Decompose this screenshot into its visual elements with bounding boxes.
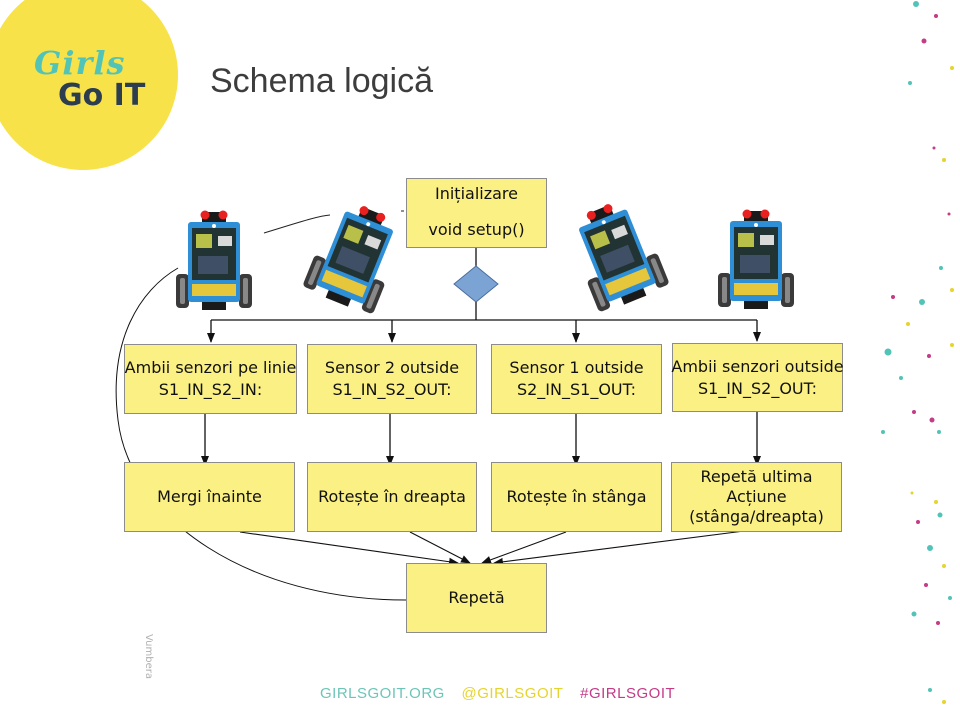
condition-code: S1_IN_S2_OUT: [697, 378, 818, 398]
robot-car-icon [562, 193, 671, 315]
setup-label: void setup() [428, 220, 525, 240]
condition-label: Ambii senzori pe linie [124, 358, 297, 378]
footer: GIRLSGOIT.ORG @GIRLSGOIT #GIRLSGOIT [320, 685, 687, 702]
decorative-dots [881, 1, 954, 704]
logo-text-go-it: Go IT [58, 78, 146, 113]
action-label: Rotește în dreapta [318, 487, 466, 507]
logo-text-girls: Girls [34, 44, 126, 82]
condition-label: Sensor 2 outside [324, 358, 460, 378]
condition-box-sensor2-outside: Sensor 2 outside S1_IN_S2_OUT: [307, 344, 477, 414]
footer-hashtag[interactable]: #GIRLSGOIT [580, 685, 676, 702]
action-label: Acțiune [726, 487, 787, 506]
robot-car-icon [176, 210, 252, 310]
condition-code: S1_IN_S2_IN: [158, 380, 263, 399]
robot-car-icon [718, 209, 794, 309]
image-credit-watermark: Vumbera [143, 634, 154, 679]
action-box-repeat-last: Repetă ultima Acțiune (stânga/dreapta) [671, 462, 842, 532]
repeat-box: Repetă [406, 563, 547, 633]
condition-code: S2_IN_S1_OUT: [516, 380, 637, 399]
logo-circle [0, 0, 178, 170]
init-box: Inițializare void setup() [406, 178, 547, 248]
condition-box-both-outside: Ambii senzori outside S1_IN_S2_OUT: [671, 343, 844, 412]
condition-box-sensor1-outside: Sensor 1 outside S2_IN_S1_OUT: [491, 344, 662, 414]
action-label: (stânga/dreapta) [689, 507, 824, 526]
footer-handle[interactable]: @GIRLSGOIT [461, 685, 564, 702]
action-label: Rotește în stânga [506, 487, 647, 507]
slide-title: Schema logică [210, 62, 434, 100]
condition-label: Sensor 1 outside [509, 358, 644, 378]
footer-website[interactable]: GIRLSGOIT.ORG [320, 685, 445, 702]
action-label: Repetă ultima [700, 467, 813, 486]
condition-code: S1_IN_S2_OUT: [332, 380, 452, 399]
condition-box-both-on-line: Ambii senzori pe linie S1_IN_S2_IN: [124, 344, 297, 414]
condition-label: Ambii senzori outside [671, 356, 844, 376]
repeat-label: Repetă [448, 588, 505, 608]
action-box-turn-left: Rotește în stânga [491, 462, 662, 532]
action-box-forward: Mergi înainte [124, 462, 295, 532]
diamond-decision-icon [453, 265, 499, 303]
init-label: Inițializare [435, 184, 518, 203]
action-label: Mergi înainte [157, 487, 262, 507]
action-box-turn-right: Rotește în dreapta [307, 462, 477, 532]
robot-car-icon [301, 195, 410, 317]
